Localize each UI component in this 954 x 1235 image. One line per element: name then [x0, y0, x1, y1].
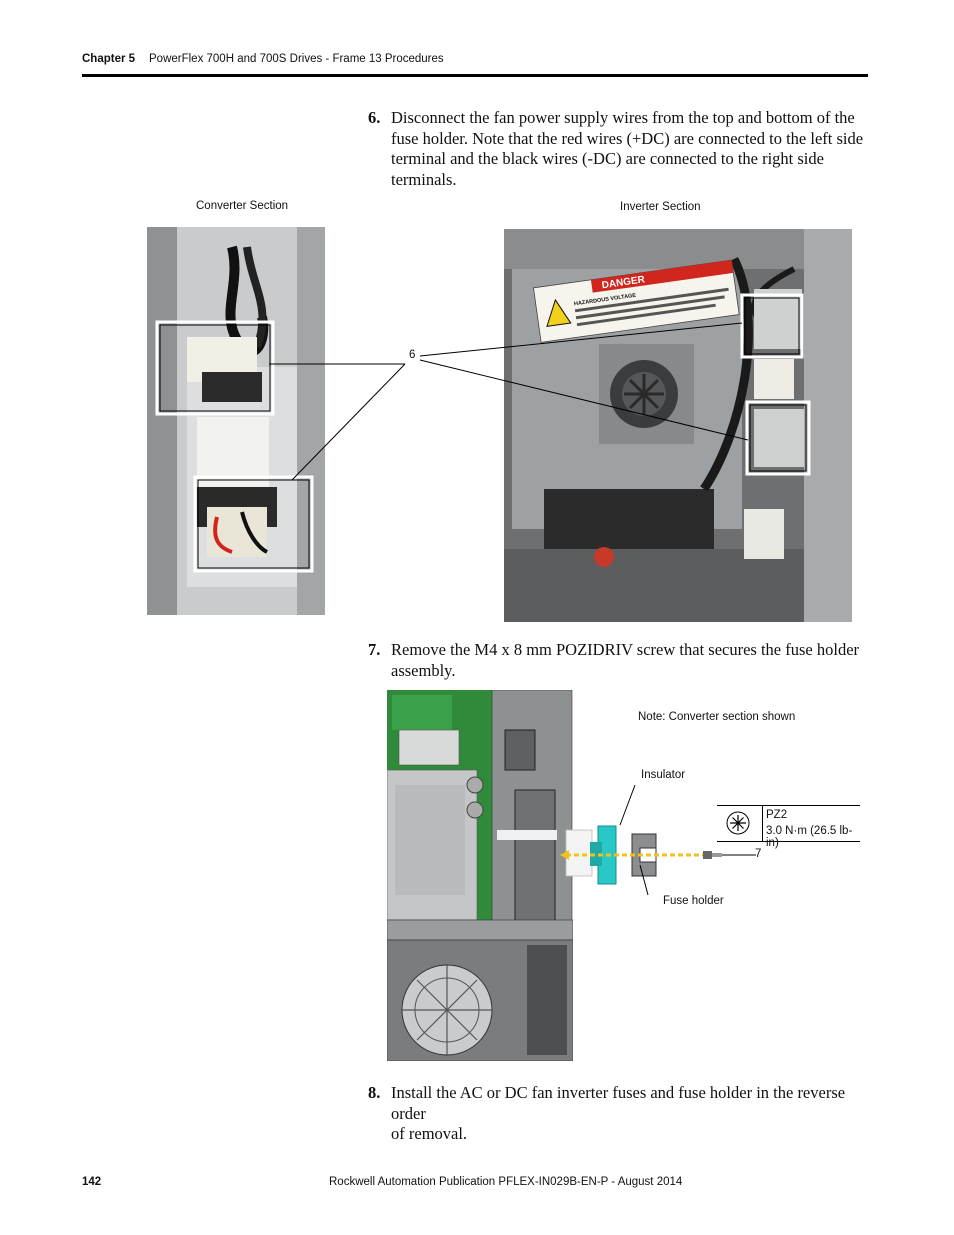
converter-section-label: Converter Section [196, 200, 289, 212]
step-8-number: 8. [368, 1083, 381, 1102]
insulator-label: Insulator [641, 769, 686, 781]
callout-7: 7 [755, 848, 762, 860]
step-7-text: Remove the M4 x 8 mm POZIDRIV screw that… [391, 640, 871, 681]
callout-6: 6 [409, 349, 416, 361]
figure1-callout-lines [269, 322, 749, 481]
chapter-title: PowerFlex 700H and 700S Drives - Frame 1… [149, 53, 444, 65]
inverter-section-photo: DANGER HAZARDOUS VOLTAGE [504, 229, 852, 622]
fuse-holder-part [631, 833, 657, 877]
screw-head [703, 851, 712, 859]
step-6-line: Disconnect the fan power supply wires fr… [391, 108, 855, 127]
converter-section-photo [147, 227, 325, 615]
step-8-text: Install the AC or DC fan inverter fuses … [391, 1083, 871, 1145]
publication-info: Rockwell Automation Publication PFLEX-IN… [329, 1176, 683, 1188]
step-6-line: terminal and the black wires (-DC) are c… [391, 149, 824, 168]
slot-highlight [565, 829, 593, 877]
fuse-holder-label: Fuse holder [663, 895, 724, 907]
step-6-line: fuse holder. Note that the red wires (+D… [391, 128, 864, 148]
pozidriv-icon [717, 806, 763, 841]
step-8-line: Install the AC or DC fan inverter fuses … [391, 1083, 846, 1123]
inverter-section-label: Inverter Section [620, 201, 701, 213]
page-number: 142 [82, 1176, 102, 1188]
figure2-note: Note: Converter section shown [638, 711, 796, 723]
step-7-line: Remove the M4 x 8 mm POZIDRIV screw that… [391, 640, 860, 659]
header-rule [82, 74, 868, 77]
screw-shank [712, 853, 722, 857]
torque-value: 3.0 N·m (26.5 lb-in) [766, 825, 853, 849]
step-6-number: 6. [368, 108, 381, 127]
step-7-line: assembly. [391, 660, 456, 680]
torque-spec-table: PZ2 3.0 N·m (26.5 lb-in) [717, 805, 860, 849]
step-6-line: terminals. [391, 169, 457, 189]
step-8-line: of removal. [391, 1124, 468, 1143]
insulator-tab [590, 842, 602, 866]
fuse-holder-drawing [387, 690, 573, 1061]
step-6-text: Disconnect the fan power supply wires fr… [391, 108, 871, 190]
step-7-number: 7. [368, 640, 381, 659]
axis-arrow-icon [560, 850, 569, 860]
figure2-leader-lines [619, 784, 649, 896]
chapter-label: Chapter 5 [82, 53, 136, 65]
tool-size: PZ2 [766, 809, 788, 821]
exploded-parts [560, 825, 756, 885]
